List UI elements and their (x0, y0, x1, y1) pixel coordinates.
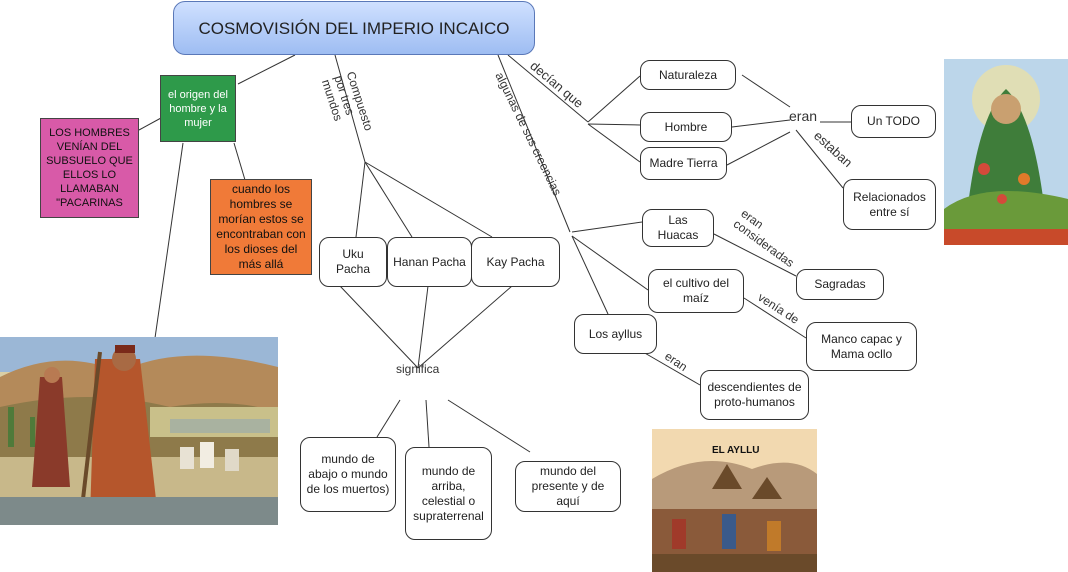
node-naturaleza[interactable]: Naturaleza (640, 60, 736, 90)
node-uku-pacha[interactable]: Uku Pacha (319, 237, 387, 287)
ayllu-image: EL AYLLU (652, 429, 817, 572)
node-maiz[interactable]: el cultivo del maíz (648, 269, 744, 313)
node-ayllus[interactable]: Los ayllus (574, 314, 657, 354)
node-mundo-abajo[interactable]: mundo de abajo o mundo de los muertos) (300, 437, 396, 512)
node-kay-pacha[interactable]: Kay Pacha (471, 237, 560, 287)
node-origen[interactable]: el origen del hombre y la mujer (160, 75, 236, 142)
node-mundo-arriba[interactable]: mundo de arriba, celestial o supraterren… (405, 447, 492, 540)
inca-landscape-image (0, 337, 278, 525)
node-un-todo[interactable]: Un TODO (851, 105, 936, 138)
label-eran: eran (789, 108, 818, 124)
pachamama-image (944, 59, 1068, 245)
node-hombre[interactable]: Hombre (640, 112, 732, 142)
ayllu-caption: EL AYLLU (712, 445, 760, 456)
node-hanan-pacha[interactable]: Hanan Pacha (387, 237, 472, 287)
node-relacionados[interactable]: Relacionados entre sí (843, 179, 936, 230)
node-manco[interactable]: Manco capac y Mama ocllo (806, 322, 917, 371)
node-madre-tierra[interactable]: Madre Tierra (640, 147, 727, 180)
node-huacas[interactable]: Las Huacas (642, 209, 714, 247)
node-hombres-subsuelo[interactable]: LOS HOMBRES VENÍAN DEL SUBSUELO QUE ELLO… (40, 118, 139, 218)
node-mundo-presente[interactable]: mundo del presente y de aquí (515, 461, 621, 512)
node-sagradas[interactable]: Sagradas (796, 269, 884, 300)
node-morian[interactable]: cuando los hombres se morían estos se en… (210, 179, 312, 275)
label-significa: significa (396, 362, 440, 376)
page-title[interactable]: COSMOVISIÓN DEL IMPERIO INCAICO (173, 1, 535, 55)
node-descendientes[interactable]: descendientes de proto-humanos (700, 370, 809, 420)
